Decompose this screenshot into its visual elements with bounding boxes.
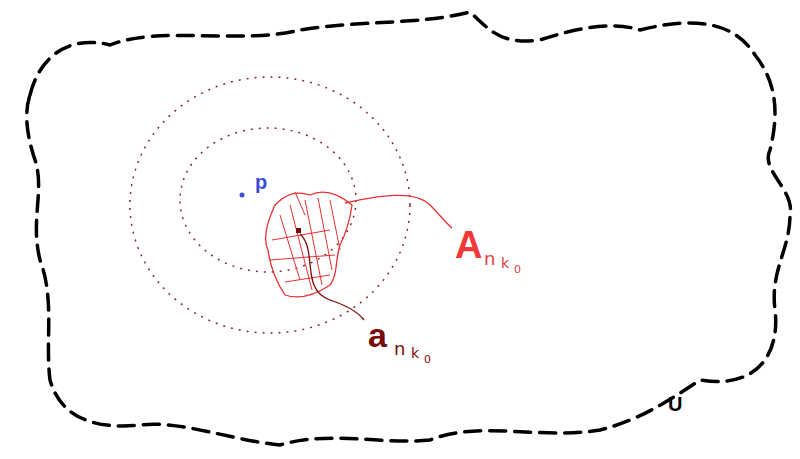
subscript: n [394,340,405,358]
subscript: 0 [424,354,431,365]
leader-line [300,234,364,320]
point [240,193,245,198]
subscript: 0 [514,264,521,275]
point-label: p [255,172,267,192]
point-label: a [368,318,387,352]
region-scribble [266,192,352,297]
subscript: n [484,250,495,268]
set-label: U [668,394,682,414]
set-label: A [455,226,482,264]
set-outline [27,12,791,445]
subscript: k [411,346,419,360]
point-marker [296,228,301,233]
leader-line [345,195,452,228]
subscript: k [501,256,509,270]
outer-ball [130,77,410,333]
